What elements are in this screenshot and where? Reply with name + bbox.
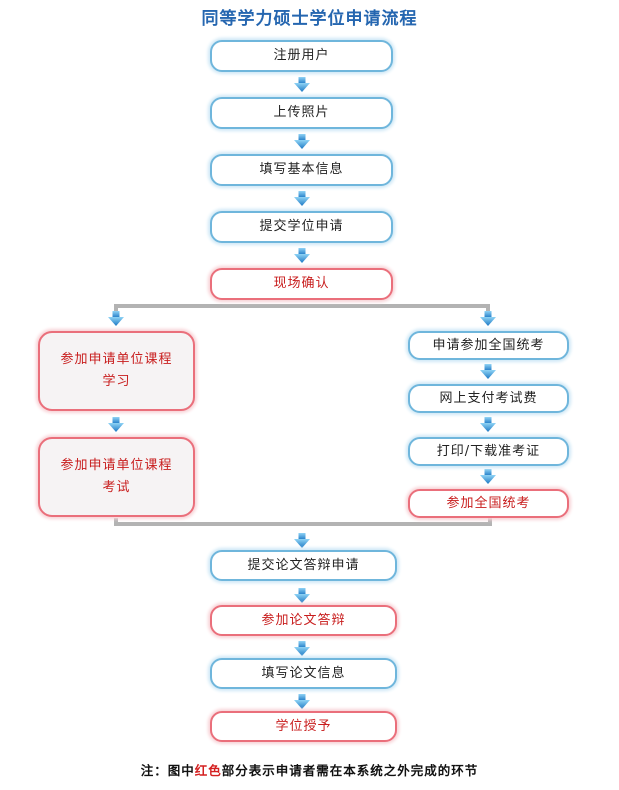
step-label: 参加申请单位课程学习 <box>60 352 173 389</box>
step-label: 提交论文答辩申请 <box>247 557 360 573</box>
arrow-right-2 <box>480 364 496 379</box>
step-label: 网上支付考试费 <box>439 390 538 406</box>
footnote-suffix: 部分表示申请者需在本系统之外完成的环节 <box>221 763 479 778</box>
arrow-left-branch <box>108 311 124 326</box>
footnote: 注：图中红色部分表示申请者需在本系统之外完成的环节 <box>0 760 619 779</box>
step-upload-photo: 上传照片 <box>210 97 393 129</box>
arrow-6 <box>294 588 310 603</box>
arrow-left-2 <box>108 417 124 432</box>
arrow-right-branch <box>480 311 496 326</box>
step-register: 注册用户 <box>210 40 393 72</box>
step-label: 参加申请单位课程考试 <box>60 458 173 495</box>
arrow-4 <box>294 248 310 263</box>
arrow-1 <box>294 77 310 92</box>
step-label: 学位授予 <box>275 718 332 734</box>
step-print-admission-ticket: 打印/下载准考证 <box>408 437 569 466</box>
page-title: 同等学力硕士学位申请流程 <box>201 9 418 29</box>
step-label: 填写论文信息 <box>261 665 346 681</box>
step-degree-award: 学位授予 <box>210 711 397 742</box>
step-label: 提交学位申请 <box>259 219 344 234</box>
step-label: 参加论文答辩 <box>261 612 346 628</box>
step-label: 现场确认 <box>273 276 330 291</box>
step-submit-application: 提交学位申请 <box>210 211 393 243</box>
step-apply-national-exam: 申请参加全国统考 <box>408 331 569 360</box>
arrow-3 <box>294 191 310 206</box>
arrow-8 <box>294 694 310 709</box>
arrow-right-3 <box>480 417 496 432</box>
step-label: 申请参加全国统考 <box>432 337 545 353</box>
step-pay-exam-fee: 网上支付考试费 <box>408 384 569 413</box>
step-fill-thesis-info: 填写论文信息 <box>210 658 397 689</box>
arrow-7 <box>294 641 310 656</box>
step-submit-defense: 提交论文答辩申请 <box>210 550 397 581</box>
arrow-2 <box>294 134 310 149</box>
step-label: 注册用户 <box>273 48 330 63</box>
step-onsite-confirm: 现场确认 <box>210 268 393 300</box>
merge-connector <box>114 518 492 526</box>
footnote-highlight: 红色 <box>194 763 222 778</box>
step-label: 填写基本信息 <box>259 162 344 177</box>
footnote-prefix: 注：图中 <box>140 763 195 778</box>
step-label: 上传照片 <box>273 105 330 120</box>
split-connector <box>114 304 490 322</box>
step-label: 参加全国统考 <box>446 495 531 511</box>
step-course-study: 参加申请单位课程学习 <box>38 331 195 411</box>
step-attend-defense: 参加论文答辩 <box>210 605 397 636</box>
step-label: 打印/下载准考证 <box>436 443 541 459</box>
step-take-national-exam: 参加全国统考 <box>408 489 569 518</box>
step-course-exam: 参加申请单位课程考试 <box>38 437 195 517</box>
step-fill-info: 填写基本信息 <box>210 154 393 186</box>
arrow-5 <box>294 533 310 548</box>
arrow-right-4 <box>480 469 496 484</box>
